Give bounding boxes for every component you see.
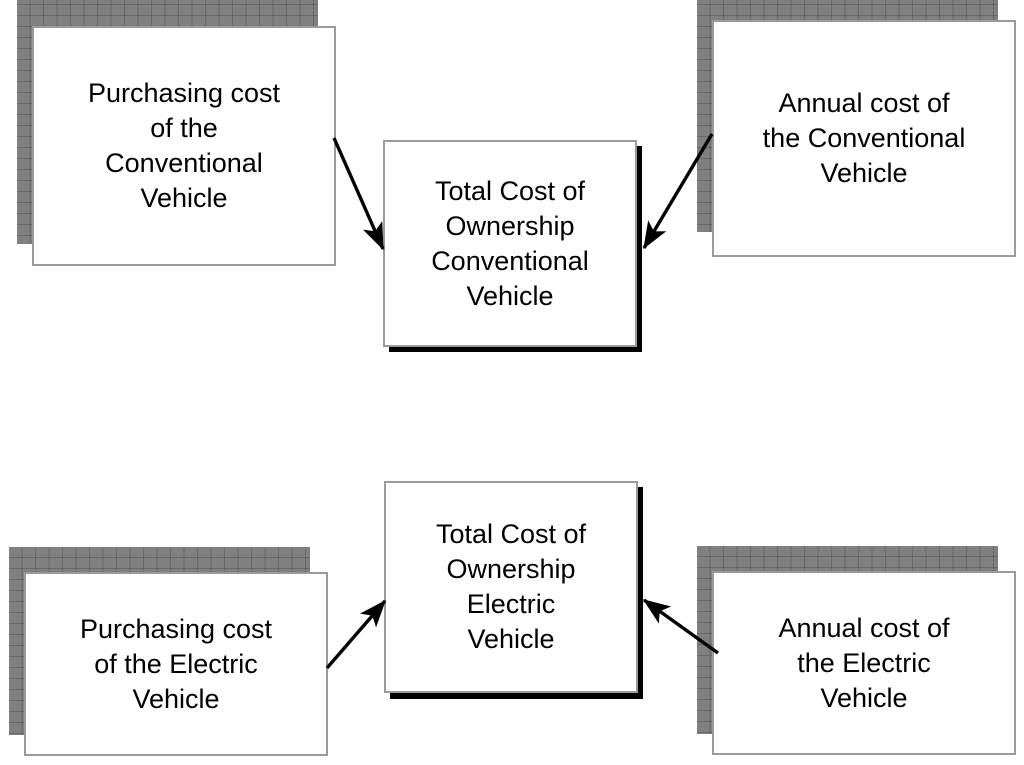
box-face[interactable]: Annual cost of the Conventional Vehicle [712, 20, 1016, 257]
box-face[interactable]: Annual cost of the Electric Vehicle [712, 571, 1016, 755]
box-label: Annual cost of the Conventional Vehicle [762, 88, 966, 188]
box-label: Purchasing cost of the Electric Vehicle [79, 613, 273, 714]
box-face[interactable]: Purchasing cost of the Conventional Vehi… [32, 26, 336, 266]
box-label: Purchasing cost of the Conventional Vehi… [87, 78, 281, 213]
box-face[interactable]: Purchasing cost of the Electric Vehicle [24, 572, 328, 756]
box-face[interactable]: Total Cost of Ownership Electric Vehicle [384, 481, 638, 693]
box-label: Total Cost of Ownership Conventional Veh… [431, 175, 589, 311]
box-label: Total Cost of Ownership Electric Vehicle [435, 519, 587, 654]
box-label: Annual cost of the Electric Vehicle [778, 612, 950, 713]
box-face[interactable]: Total Cost of Ownership Conventional Veh… [383, 140, 637, 347]
arrow-purchasing-electric-to-tco [325, 599, 387, 670]
arrow-purchasing-conventional-to-tco [332, 137, 385, 251]
